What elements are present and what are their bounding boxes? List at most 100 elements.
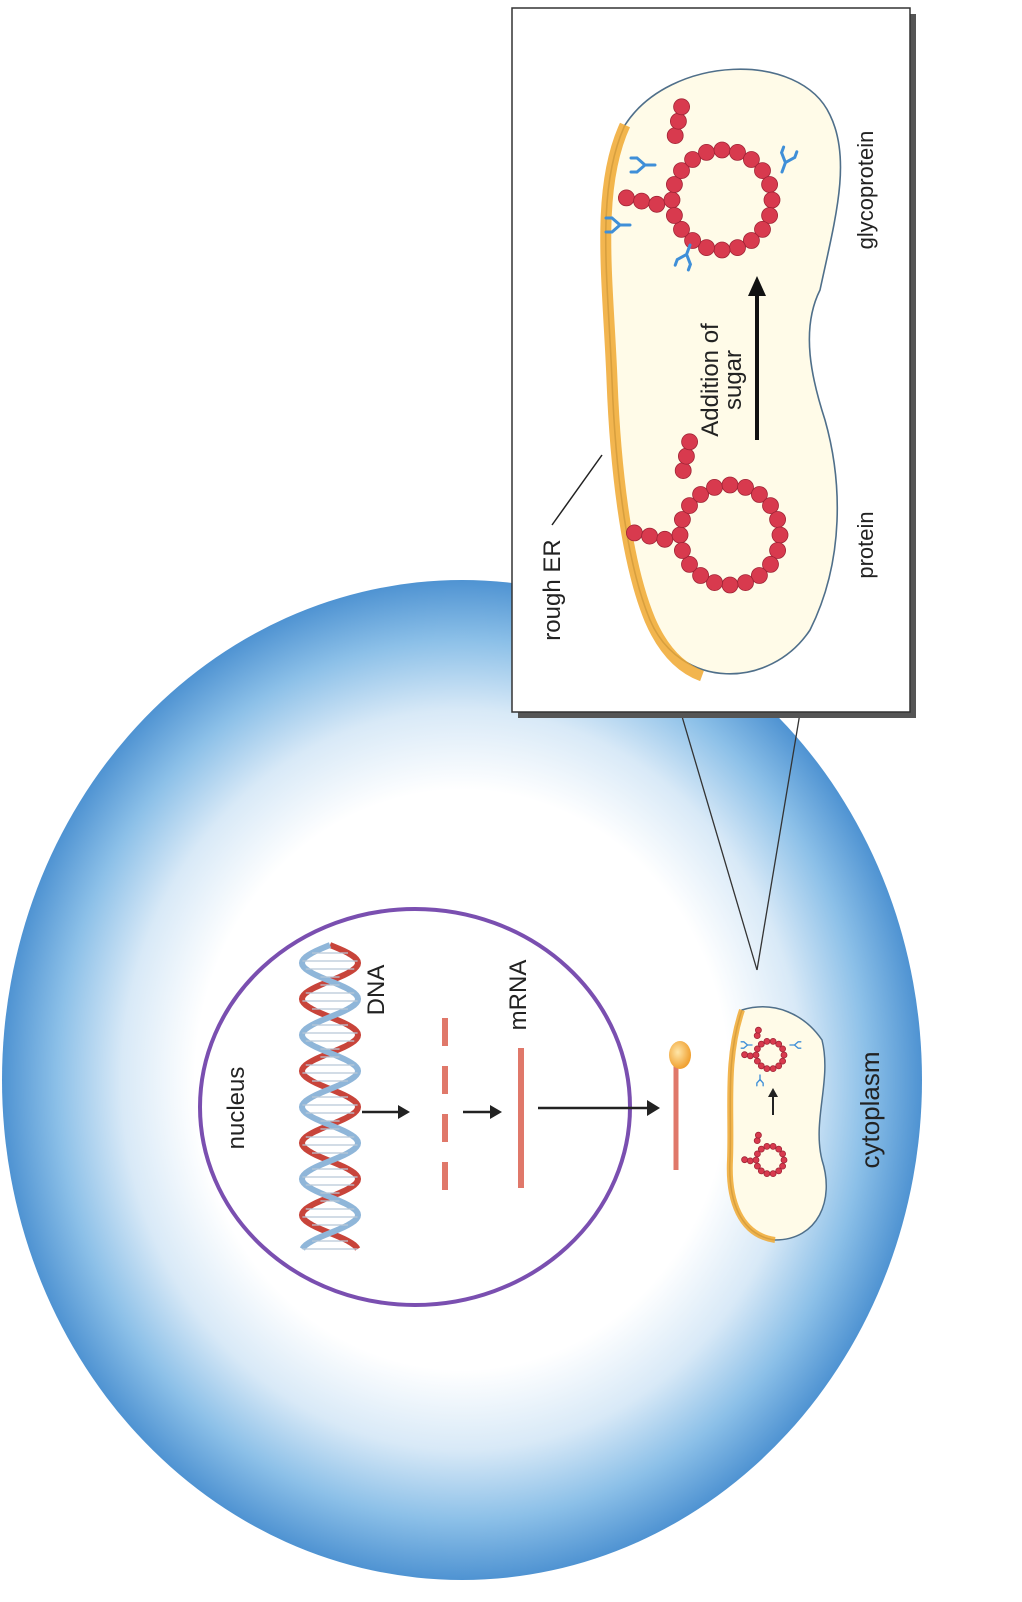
protein-bead bbox=[737, 574, 754, 591]
label-protein: protein bbox=[853, 511, 878, 578]
protein-bead bbox=[666, 176, 683, 193]
protein-bead bbox=[754, 1162, 761, 1170]
protein-bead bbox=[681, 556, 698, 573]
protein-bead bbox=[670, 112, 687, 130]
protein-bead bbox=[673, 98, 690, 116]
rough-er-leader-line bbox=[551, 454, 603, 526]
ribosome-icon bbox=[669, 1041, 691, 1069]
protein-bead bbox=[746, 1052, 754, 1060]
label-mrna: mRNA bbox=[505, 960, 532, 1031]
protein-bead bbox=[769, 1038, 777, 1045]
protein-bead bbox=[761, 176, 778, 193]
protein-bead bbox=[754, 220, 771, 238]
protein-bead bbox=[721, 476, 739, 494]
protein-bead bbox=[754, 1057, 761, 1065]
protein-bead bbox=[775, 1062, 783, 1070]
protein-bead bbox=[626, 524, 643, 542]
callout-pointer bbox=[680, 712, 801, 971]
sugar-branch-icon bbox=[756, 1074, 764, 1087]
protein-bead bbox=[775, 1145, 783, 1153]
protein-bead bbox=[633, 192, 650, 210]
protein-bead bbox=[641, 527, 658, 545]
protein-bead bbox=[753, 1137, 761, 1144]
protein-bead bbox=[741, 1156, 748, 1164]
protein-bead bbox=[755, 1026, 762, 1034]
protein-bead bbox=[673, 220, 690, 238]
protein-bead bbox=[673, 162, 690, 180]
protein-bead bbox=[763, 1038, 771, 1045]
protein-bead bbox=[757, 1145, 765, 1153]
label-nucleus: nucleus bbox=[223, 1067, 250, 1150]
protein-bead bbox=[757, 1040, 765, 1048]
protein-bead bbox=[752, 1156, 760, 1164]
protein-bead bbox=[698, 143, 715, 161]
protein-bead bbox=[713, 241, 731, 259]
protein-bead bbox=[753, 1032, 761, 1039]
protein-bead bbox=[678, 447, 695, 465]
sugar-branch-icons bbox=[604, 145, 799, 272]
protein-bead bbox=[763, 1170, 771, 1177]
protein-bead bbox=[754, 1150, 761, 1158]
label-addition-line2: sugar bbox=[720, 350, 747, 410]
sugar-branch-icon bbox=[629, 156, 657, 174]
arrow-dna-to-premrna bbox=[362, 1105, 410, 1119]
protein-bead bbox=[656, 530, 674, 548]
sugar-branch-icon bbox=[780, 145, 799, 174]
addition-arrow bbox=[748, 276, 766, 440]
protein-bead bbox=[755, 1131, 762, 1139]
protein-bead bbox=[757, 1167, 765, 1175]
label-dna: DNA bbox=[363, 965, 390, 1016]
protein-bead bbox=[706, 478, 723, 496]
small-arrow bbox=[768, 1088, 778, 1115]
protein-bead bbox=[666, 207, 683, 224]
glycoprotein-chain-icon bbox=[618, 98, 781, 259]
protein-bead bbox=[771, 526, 789, 544]
protein-bead bbox=[761, 207, 778, 224]
protein-bead bbox=[663, 191, 681, 209]
protein-bead bbox=[692, 486, 709, 503]
protein-bead bbox=[743, 232, 760, 249]
sugar-branch-icon bbox=[673, 243, 692, 272]
small-protein-icons bbox=[740, 1026, 802, 1177]
protein-bead bbox=[751, 486, 768, 503]
protein-bead bbox=[692, 567, 709, 584]
protein-bead bbox=[779, 1045, 786, 1053]
sugar-branch-icon bbox=[604, 216, 632, 234]
protein-bead bbox=[681, 497, 698, 515]
protein-bead bbox=[671, 526, 689, 544]
protein-bead bbox=[769, 1170, 777, 1177]
sugar-branch-icon bbox=[740, 1041, 753, 1049]
label-addition-line1: Addition of bbox=[697, 323, 724, 437]
protein-bead bbox=[684, 151, 701, 168]
arrow-mrna-to-ribosome bbox=[538, 1100, 660, 1116]
protein-bead bbox=[775, 1167, 783, 1175]
protein-bead bbox=[754, 1045, 761, 1053]
protein-bead bbox=[769, 1065, 777, 1072]
protein-bead bbox=[737, 478, 754, 496]
protein-bead bbox=[741, 1051, 748, 1059]
protein-bead bbox=[752, 1051, 760, 1059]
protein-bead bbox=[674, 542, 691, 559]
protein-bead bbox=[763, 1065, 771, 1072]
protein-bead bbox=[763, 1143, 771, 1150]
protein-bead bbox=[780, 1156, 788, 1164]
protein-bead bbox=[757, 1062, 765, 1070]
protein-bead bbox=[763, 191, 781, 209]
protein-bead bbox=[681, 433, 698, 451]
protein-bead bbox=[754, 162, 771, 180]
protein-bead bbox=[769, 511, 786, 528]
protein-bead bbox=[674, 511, 691, 528]
protein-bead bbox=[779, 1057, 786, 1065]
protein-bead bbox=[648, 195, 666, 213]
protein-bead bbox=[780, 1051, 788, 1059]
protein-bead bbox=[779, 1162, 786, 1170]
protein-chain-icon bbox=[626, 433, 789, 594]
protein-bead bbox=[751, 567, 768, 584]
arrow-premrna-to-mrna bbox=[463, 1105, 502, 1119]
protein-bead bbox=[775, 1040, 783, 1048]
protein-bead bbox=[769, 1143, 777, 1150]
small-er-ribosome-layer bbox=[726, 1009, 776, 1243]
protein-bead bbox=[721, 576, 739, 594]
protein-bead bbox=[706, 574, 723, 591]
